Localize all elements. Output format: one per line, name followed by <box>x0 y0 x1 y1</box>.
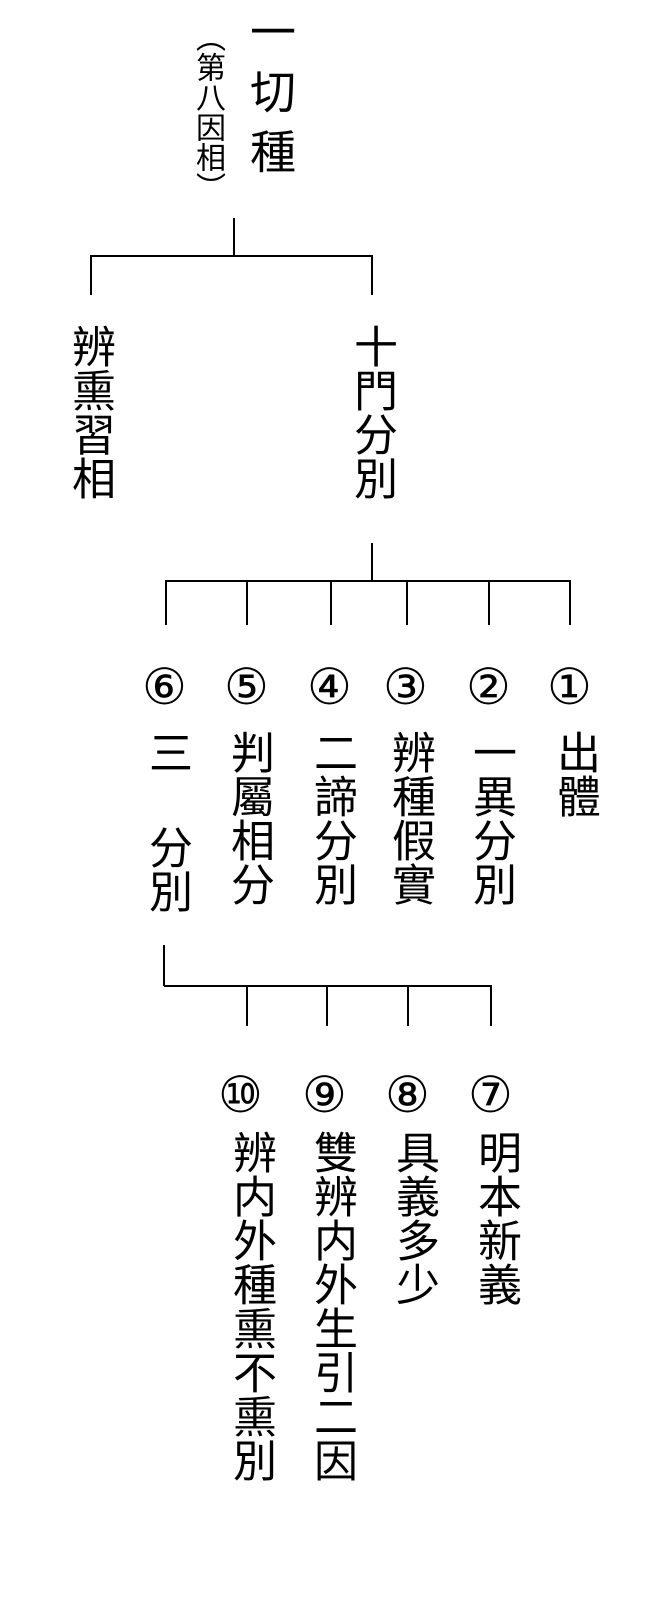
gate-marker-2: ② <box>466 658 511 716</box>
gate-6-label: 三 分別 <box>141 730 192 913</box>
gate-marker-1: ① <box>547 658 592 716</box>
gate-marker-3: ③ <box>383 658 428 716</box>
gate-5-label: 判屬相分 <box>223 730 274 906</box>
gate-marker-7: ⑦ <box>468 1066 513 1124</box>
gate-marker-8: ⑧ <box>385 1066 430 1124</box>
gate-marker-5: ⑤ <box>224 658 269 716</box>
gate-1-label: 出體 <box>549 730 600 818</box>
gate-8-label: 具義多少 <box>388 1130 439 1306</box>
gate-3-label: 辨種假實 <box>384 730 435 906</box>
node-bian-xunxi-xiang: 辨熏習相 <box>64 324 115 500</box>
gate-4-label: 二諦分別 <box>306 730 357 906</box>
gate-marker-6: ⑥ <box>142 658 187 716</box>
gate-10-label: 辨内外種熏不熏別 <box>225 1130 276 1482</box>
gate-marker-9: ⑨ <box>302 1066 347 1124</box>
gate-9-label: 雙辨内外生引二因 <box>306 1130 357 1482</box>
gate-2-label: 一異分別 <box>465 730 516 906</box>
gate-marker-10: ⑩ <box>218 1066 263 1124</box>
root-note: （第八因相） <box>190 22 225 202</box>
gate-marker-4: ④ <box>307 658 352 716</box>
root-title: 一切種 <box>243 8 297 188</box>
gate-7-label: 明本新義 <box>470 1130 521 1306</box>
node-shimen-fenbie: 十門分別 <box>346 324 397 500</box>
